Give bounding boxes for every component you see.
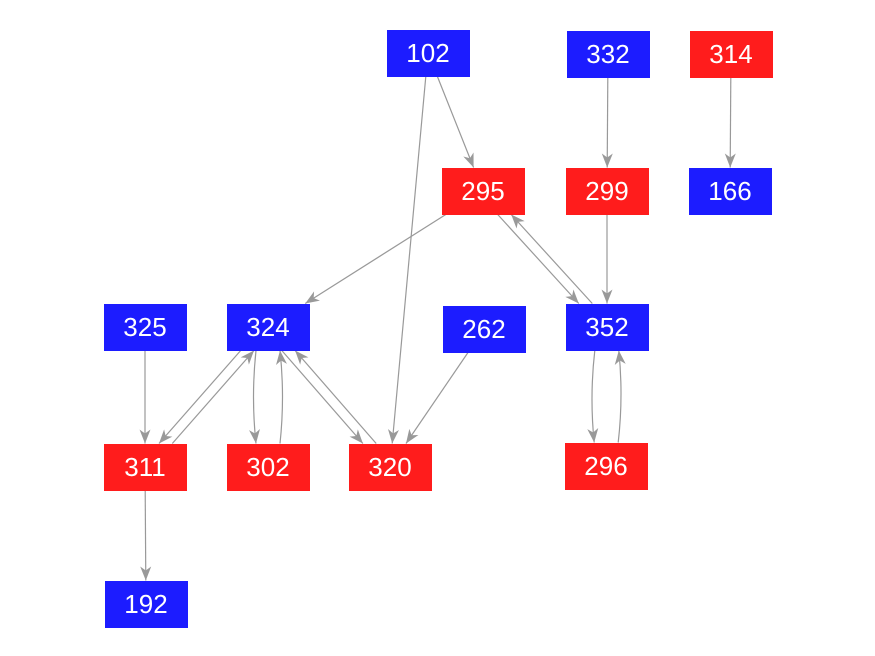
edge-311-324 <box>171 350 255 444</box>
edge-311-192 <box>140 490 152 581</box>
edge-314-166 <box>724 77 736 168</box>
edge-296-352 <box>614 350 626 443</box>
edge-324-302 <box>249 350 260 444</box>
edge-102-295 <box>436 76 475 168</box>
edge-332-299 <box>601 77 613 168</box>
edge-320-324 <box>294 350 377 444</box>
edge-262-320 <box>405 352 469 444</box>
edge-324-311 <box>158 350 242 444</box>
edge-102-320 <box>387 76 427 444</box>
edge-302-324 <box>276 350 287 444</box>
edge-295-352 <box>497 214 580 304</box>
edge-352-295 <box>510 214 593 304</box>
edge-324-320 <box>281 350 364 444</box>
edge-295-324 <box>304 213 447 305</box>
edge-352-296 <box>587 350 599 443</box>
